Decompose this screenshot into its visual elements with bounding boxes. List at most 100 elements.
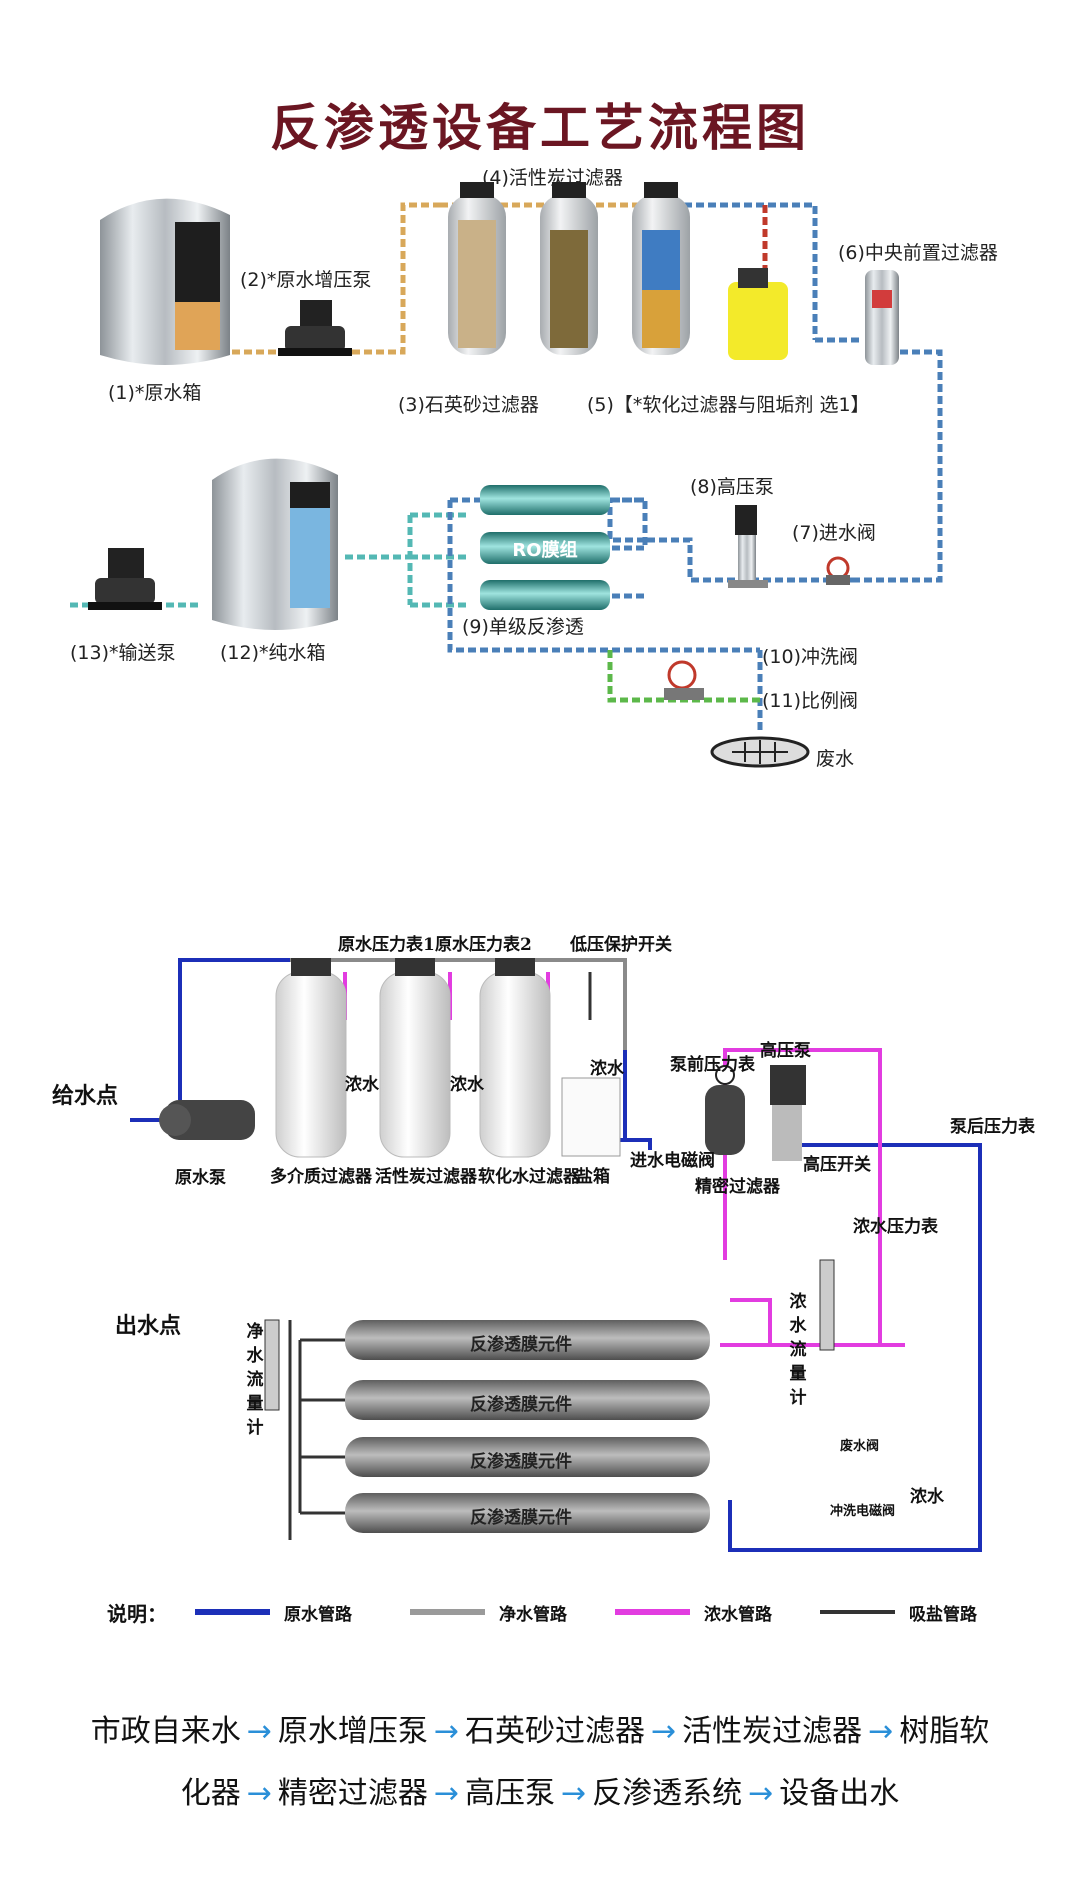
legend-brine-label: 吸盐管路 (909, 1605, 977, 1625)
membrane-label-2: 反渗透膜元件 (470, 1395, 572, 1415)
concentrate-flowmeter-label: 浓水流量计 (789, 1292, 807, 1408)
flow-step: 石英砂过滤器 (465, 1714, 645, 1749)
flow-arrow: → (246, 1776, 272, 1811)
booster-pump-label: (2)*原水增压泵 (240, 269, 372, 291)
concentrate-gauge-label: 浓水压力表 (853, 1217, 938, 1237)
booster-pump (278, 300, 352, 356)
ro-membrane-group (480, 485, 610, 610)
inlet-valve (826, 556, 850, 585)
hp-switch-label: 高压开关 (803, 1155, 871, 1175)
precision-filter-label: 精密过滤器 (695, 1177, 780, 1197)
carbon-filter-vessel-2 (379, 958, 451, 1158)
pipe-green-dotted (607, 650, 760, 703)
feed-point-label: 给水点 (52, 1083, 119, 1109)
solenoid-label: 进水电磁阀 (630, 1151, 715, 1171)
pure-flowmeter-label: 净水流量计 (246, 1322, 264, 1438)
flow-summary-line-2: 化器→精密过滤器→高压泵→反渗透系统→设备出水 (0, 1768, 1080, 1812)
ratio-valve (664, 660, 704, 700)
raw-water-lines (130, 958, 982, 1552)
precision-filter (705, 1065, 745, 1155)
hp-pump-2 (770, 1065, 806, 1161)
pipe-blue-dotted (607, 202, 943, 583)
top-diagram: RO膜组 (70, 182, 943, 768)
raw-water-tank (100, 198, 230, 365)
carbon-filter-label-2: 活性炭过滤器 (375, 1167, 477, 1187)
flush-valve-label: (10)冲洗阀 (762, 646, 859, 668)
central-filter-label: (6)中央前置过滤器 (838, 242, 998, 264)
softener-label: (5)【*软化过滤器与阻垢剂 选1】 (587, 394, 870, 416)
flush-valve-label-2: 冲洗电磁阀 (830, 1504, 896, 1519)
flow-arrow: → (433, 1776, 459, 1811)
waste-drain (710, 736, 810, 768)
quartz-filter-vessel (448, 182, 506, 355)
membrane-label-3: 反渗透膜元件 (470, 1452, 572, 1472)
concentrate-label-1: 浓水 (345, 1075, 379, 1095)
flow-step: 反渗透系统 (592, 1776, 743, 1811)
concentrate-label-3: 浓水 (590, 1059, 624, 1079)
outlet-lines (288, 1320, 345, 1540)
single-ro-label: (9)单级反渗透 (462, 616, 584, 638)
concentrate-out-label: 浓水 (910, 1487, 944, 1507)
transfer-pump (88, 548, 162, 610)
post-gauge-label: 泵后压力表 (950, 1117, 1035, 1137)
gauge1-label: 原水压力表1 (338, 935, 435, 955)
membrane-label-4: 反渗透膜元件 (470, 1508, 572, 1528)
raw-pump-label: 原水泵 (175, 1168, 226, 1188)
hp-pump-label-2: 高压泵 (760, 1041, 811, 1061)
flow-arrow: → (246, 1714, 272, 1749)
pure-tank-label: (12)*纯水箱 (220, 642, 326, 664)
flow-summary-line-1: 市政自来水→原水增压泵→石英砂过滤器→活性炭过滤器→树脂软 (0, 1706, 1080, 1750)
membrane-label-1: 反渗透膜元件 (470, 1335, 572, 1355)
softener-label-2: 软化水过滤器 (478, 1167, 580, 1187)
low-switch-label: 低压保护开关 (570, 935, 672, 955)
flow-step: 活性炭过滤器 (682, 1714, 863, 1749)
page-title: 反渗透设备工艺流程图 (270, 98, 810, 157)
flow-arrow: → (433, 1714, 459, 1749)
softener-vessel (632, 182, 690, 355)
flow-step: 高压泵 (465, 1776, 555, 1811)
quartz-filter-label: (3)石英砂过滤器 (398, 394, 539, 416)
salt-box-label: 盐箱 (576, 1167, 610, 1187)
bottom-diagram (130, 958, 982, 1615)
raw-tank-label: (1)*原水箱 (108, 382, 202, 404)
salt-box (561, 1077, 621, 1157)
pure-water-tank (212, 458, 338, 630)
clean-water-lines (290, 958, 627, 1050)
gauge2-label: 原水压力表2 (435, 935, 532, 955)
carbon-filter-vessel (540, 182, 598, 355)
flow-step: 原水增压泵 (277, 1714, 428, 1749)
legend-clean-label: 净水管路 (499, 1605, 567, 1625)
hp-pump-label: (8)高压泵 (690, 476, 774, 498)
inlet-valve-label: (7)进水阀 (792, 522, 876, 544)
raw-pump (159, 1100, 255, 1140)
flow-step: 精密过滤器 (277, 1776, 428, 1811)
flow-arrow: → (561, 1776, 587, 1811)
waste-valve-label: 废水阀 (840, 1439, 880, 1454)
high-pressure-pump (728, 505, 768, 588)
legend-concentrate-label: 浓水管路 (704, 1605, 772, 1625)
legend-title: 说明： (107, 1602, 167, 1626)
pure-flowmeter (264, 1319, 280, 1411)
flow-step: 树脂软 (899, 1714, 990, 1749)
ro-group-label: RO膜组 (512, 539, 577, 561)
outlet-label: 出水点 (115, 1313, 182, 1339)
flow-arrow: → (748, 1776, 774, 1811)
central-prefilter (865, 270, 899, 365)
flow-step: 设备出水 (779, 1776, 900, 1811)
antiscalant-tank (728, 268, 788, 360)
concentrate-label-2: 浓水 (450, 1075, 484, 1095)
transfer-pump-label: (13)*输送泵 (70, 642, 176, 664)
waste-label: 废水 (816, 748, 855, 770)
membrane-stack (345, 1320, 710, 1533)
flow-step: 化器 (180, 1776, 241, 1811)
pre-gauge-label: 泵前压力表 (670, 1055, 755, 1075)
softener-vessel-2 (479, 958, 551, 1158)
legend-raw-label: 原水管路 (284, 1605, 352, 1625)
multimedia-filter-vessel (275, 958, 347, 1158)
flow-step: 市政自来水 (90, 1714, 241, 1749)
concentrate-flowmeter (819, 1259, 835, 1351)
ratio-valve-label: (11)比例阀 (762, 690, 859, 712)
carbon-filter-label: (4)活性炭过滤器 (482, 167, 623, 189)
flow-arrow: → (651, 1714, 677, 1749)
